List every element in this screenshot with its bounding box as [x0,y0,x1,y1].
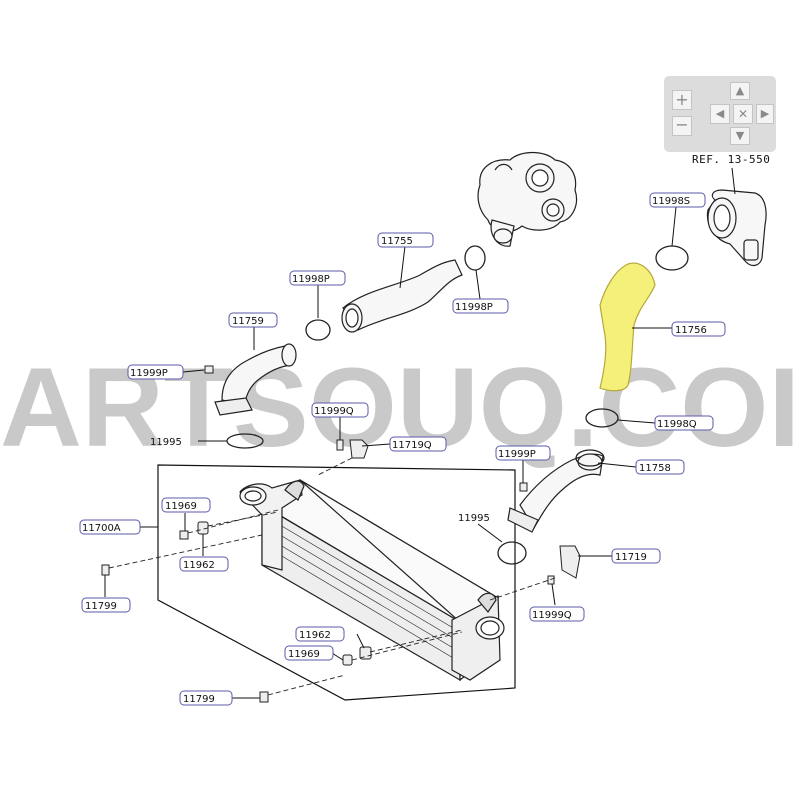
pan-up-button[interactable]: ▲ [730,82,750,100]
turbocharger [477,151,578,247]
pipe-11759 [214,343,297,416]
intercooler-core [239,479,505,682]
callout-11998s[interactable]: 11998S [652,196,690,207]
callout-11756[interactable]: 11756 [675,325,707,336]
callout-11969-upper[interactable]: 11969 [165,501,197,512]
callout-11700a[interactable]: 11700A [82,523,121,534]
hose-11755 [341,259,463,333]
zoom-in-button[interactable]: + [672,90,692,110]
callout-11759[interactable]: 11759 [232,316,264,327]
pan-down-button[interactable]: ▼ [730,127,750,145]
dashed-guide-lines [108,457,556,696]
pan-left-button[interactable]: ◀ [710,104,730,124]
zoom-pan-panel: + − ▲ ◀ ✕ ▶ ▼ [664,76,776,152]
callout-11799-upper[interactable]: 11799 [85,601,117,612]
pipe-11758 [507,453,604,533]
ref-leader-line [731,167,736,195]
callout-11998p-upper[interactable]: 11998P [292,274,330,285]
hose-11756 [599,262,656,392]
callout-11995-lower[interactable]: 11995 [458,513,490,524]
callout-11999p-lower[interactable]: 11999P [498,449,536,460]
callout-11999q-upper[interactable]: 11999Q [314,406,354,417]
callout-11719[interactable]: 11719 [615,552,647,563]
throttle-body [706,189,767,267]
callout-11758[interactable]: 11758 [639,463,671,474]
callout-11755[interactable]: 11755 [381,236,413,247]
callout-11995-upper[interactable]: 11995 [150,437,182,448]
callout-11799-lower[interactable]: 11799 [183,694,215,705]
leader-lines [104,206,677,699]
zoom-out-button[interactable]: − [672,116,692,136]
callout-11719q[interactable]: 11719Q [392,440,432,451]
callout-11962-upper[interactable]: 11962 [183,560,215,571]
reference-label[interactable]: REF. 13-550 [692,153,771,166]
callout-11999p-upper[interactable]: 11999P [130,368,168,379]
pan-right-button[interactable]: ▶ [756,104,774,124]
callout-11999q-lower[interactable]: 11999Q [532,610,572,621]
callout-11998p-lower[interactable]: 11998P [455,302,493,313]
callout-11998q[interactable]: 11998Q [657,419,697,430]
assembly-bracket-lines [157,464,516,701]
reset-view-button[interactable]: ✕ [733,104,753,124]
callout-11962-lower[interactable]: 11962 [299,630,331,641]
callout-labels [79,192,726,706]
callout-11969-lower[interactable]: 11969 [288,649,320,660]
